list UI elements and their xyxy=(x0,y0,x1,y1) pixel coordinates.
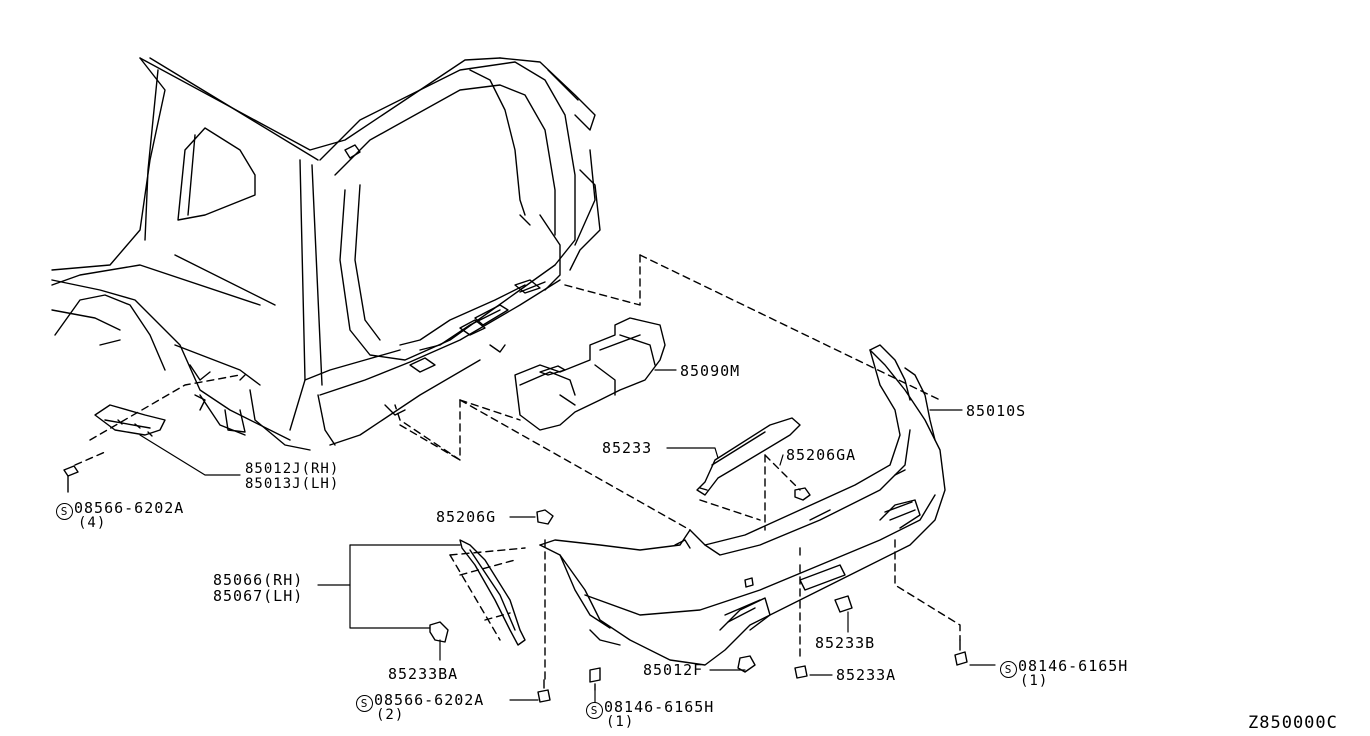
label-85067: 85067(LH) xyxy=(213,587,304,605)
screw-right-part-no: 08146-6165H xyxy=(1018,657,1129,675)
label-85206G: 85206G xyxy=(436,508,497,526)
bracket-85233-drawing xyxy=(696,417,801,496)
screw-symbol-icon: S xyxy=(1000,661,1017,678)
side-bracket-drawing xyxy=(94,404,853,646)
label-screw-bottom-qty: (1) xyxy=(606,714,635,730)
label-85233BA: 85233BA xyxy=(388,665,459,683)
leader-lines xyxy=(139,369,996,703)
label-screw-right-qty: (1) xyxy=(1020,673,1049,689)
label-85066: 85066(RH) xyxy=(213,571,304,589)
bolt-left-part-no: 08566-6202A xyxy=(74,499,185,517)
bumper-fascia-drawing xyxy=(539,344,946,666)
label-85013J: 85013J(LH) xyxy=(245,476,340,492)
screw-symbol-icon: S xyxy=(356,695,373,712)
vehicle-body-drawing xyxy=(51,57,601,451)
label-bolt-left-qty: (4) xyxy=(78,515,107,531)
label-85233A: 85233A xyxy=(836,666,897,684)
label-bolt-bottom-qty: (2) xyxy=(376,707,405,723)
screw-symbol-icon: S xyxy=(56,503,73,520)
energy-absorber-drawing xyxy=(514,317,666,431)
label-85010S: 85010S xyxy=(966,402,1027,420)
bolt-bottom-part-no: 08566-6202A xyxy=(374,691,485,709)
label-85233: 85233 xyxy=(602,439,653,457)
label-85012F: 85012F xyxy=(643,661,704,679)
label-85012J: 85012J(RH) xyxy=(245,461,340,477)
screw-bottom-part-no: 08146-6165H xyxy=(604,698,715,716)
diagram-id: Z850000C xyxy=(1248,713,1338,733)
label-85206GA: 85206GA xyxy=(786,446,857,464)
label-85090M: 85090M xyxy=(680,362,741,380)
label-85233B: 85233B xyxy=(815,634,876,652)
assembly-dash-lines xyxy=(74,254,961,681)
screw-symbol-icon: S xyxy=(586,702,603,719)
fasteners-drawing xyxy=(63,465,968,703)
